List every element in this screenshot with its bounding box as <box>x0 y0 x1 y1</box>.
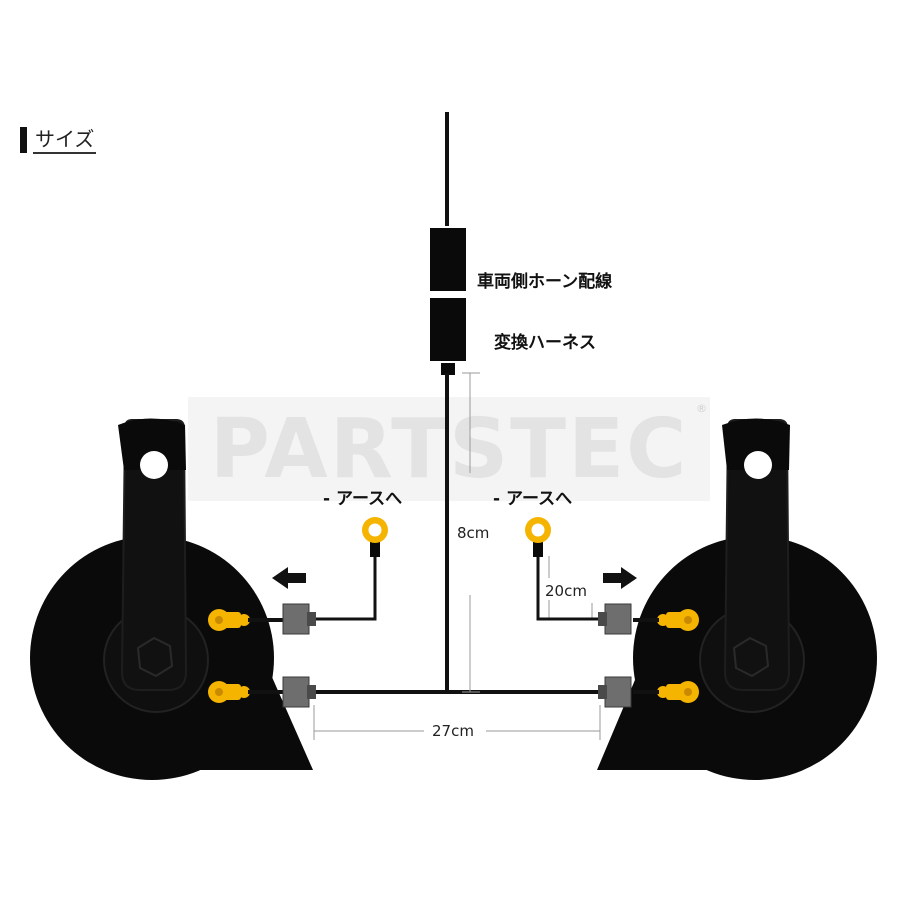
section-title: サイズ <box>33 127 97 154</box>
dim-ground-lead-label: 20cm <box>543 582 589 600</box>
vehicle-wiring-label: 車両側ホーン配線 <box>477 272 613 292</box>
spade-terminal-icon <box>633 681 699 703</box>
vehicle-connector <box>430 228 466 291</box>
left-ground-connector <box>282 603 310 635</box>
right-bracket-hole <box>744 451 772 479</box>
spade-terminal-icon <box>208 681 283 703</box>
arrow-left-icon <box>272 567 306 589</box>
spade-terminal-icon <box>208 609 283 631</box>
right-ground-wire <box>536 555 598 621</box>
dim-vertical-label: 8cm <box>455 524 492 542</box>
registered-mark: ® <box>696 402 707 415</box>
spade-terminal-icon <box>633 609 699 631</box>
left-horn-bracket <box>120 419 188 691</box>
ground-right-label: - アースへ <box>493 489 573 509</box>
harness-connector <box>430 298 466 361</box>
right-horn <box>597 418 877 780</box>
harness-boot <box>441 363 455 375</box>
dim-horizontal-label: 27cm <box>430 722 476 740</box>
right-power-connector <box>604 676 632 708</box>
left-horn <box>30 418 316 780</box>
section-heading: サイズ <box>20 125 97 155</box>
harness-label: 変換ハーネス <box>494 333 596 353</box>
left-ground-wire <box>316 555 377 621</box>
right-ground-connector <box>604 603 632 635</box>
left-power-connector <box>282 676 310 708</box>
arrow-right-icon <box>603 567 637 589</box>
right-horn-bracket <box>723 419 791 691</box>
right-horn-nut <box>732 636 770 678</box>
heading-bar <box>20 127 27 153</box>
ground-left-label: - アースへ <box>323 489 403 509</box>
left-bracket-hole <box>140 451 168 479</box>
left-horn-nut <box>136 636 174 678</box>
